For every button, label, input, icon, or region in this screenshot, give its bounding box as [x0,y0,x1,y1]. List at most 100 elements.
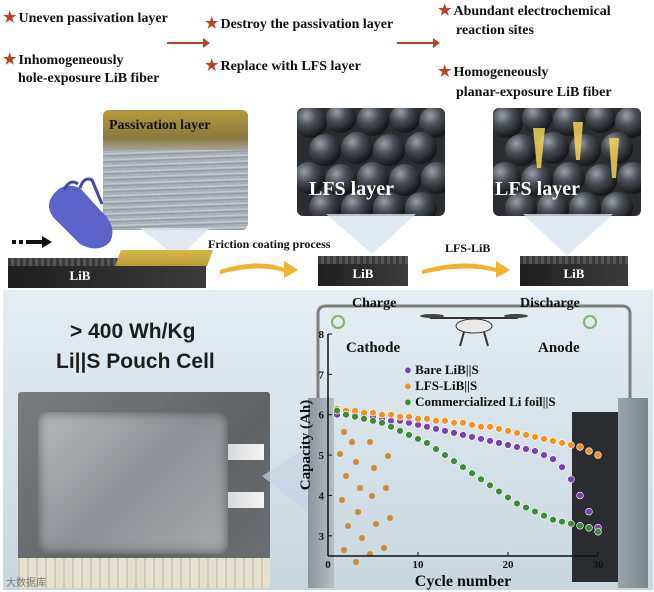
data-point [576,443,584,451]
data-point [450,419,458,427]
bullet-destroy: ★Destroy the passivation layer [205,16,394,32]
passivation-coating [115,250,213,266]
data-point [333,406,341,415]
data-point [558,439,566,447]
data-point [432,425,440,433]
x-axis-label: Cycle number [415,573,511,590]
star-icon: ★ [205,58,219,74]
data-point [459,419,467,427]
legend-dot-icon: ● [404,394,412,409]
arrow-icon [167,38,210,48]
energy-density-title: > 400 Wh/Kg [70,320,196,343]
ruler [18,558,270,588]
process-arrow-icon [422,261,510,278]
data-point [468,433,476,441]
data-point [504,427,512,435]
data-point [513,443,521,451]
data-point [405,431,413,439]
arrow-icon [397,38,440,48]
data-point [351,413,359,421]
data-point [585,507,593,516]
data-point [423,439,431,447]
data-point [558,463,566,471]
data-point [531,507,539,516]
data-point [486,481,494,490]
data-point [594,528,602,536]
data-point [477,423,485,431]
data-point [495,487,503,496]
circuit-wire [316,304,632,402]
lib-label-3: LiB [563,266,585,281]
bullet-inhomogeneous: ★Inhomogeneously [3,52,124,68]
data-point [396,427,404,435]
data-point [567,441,575,449]
lib-block-2 [318,264,408,286]
lfs-lib-label: LFS-LiB [445,241,491,255]
y-tick-label: 3 [319,531,325,543]
data-point [522,431,530,439]
data-point [585,524,593,532]
data-point [477,435,485,443]
data-point [576,522,584,530]
friction-coating-label: Friction coating process [208,237,331,251]
glove-hand-icon [49,177,113,249]
lib-block-3-surface [520,256,628,264]
lib-block-3 [520,264,628,286]
data-point [540,451,548,459]
data-point [504,441,512,449]
data-point [441,451,449,459]
anode-label: Anode [538,340,580,356]
data-point [459,463,467,471]
pouch-cell-photo [18,392,270,588]
pouch-cell-title: Li||S Pouch Cell [56,350,215,373]
push-arrow-icon [12,236,52,248]
passivation-panel: Passivation layer [103,110,248,230]
data-point [423,415,431,423]
tab-top [228,444,264,460]
star-icon: ★ [205,16,219,32]
watermark: 大数据库 [6,578,46,589]
bullet-homogeneous: ★Homogeneously [438,64,549,80]
lfs-label-2: LFS layer [495,178,580,200]
data-point [441,427,449,435]
y-tick-label: 6 [319,410,325,422]
lfs-spheres-1 [297,108,445,216]
data-point [387,423,395,431]
bullet-uneven-passivation: ★Uneven passivation layer [3,10,168,26]
zoom-cone [523,214,613,256]
legend-dot-icon: ● [404,378,412,393]
drone-icon [420,314,528,347]
zoom-cone [140,228,210,258]
data-point [531,447,539,455]
pouch-cell-body [38,412,228,554]
data-point [486,423,494,431]
lfs-spheres-2 [493,108,641,216]
lfs-panel-1: LFS layer [297,108,445,216]
charge-label: Charge [352,296,397,311]
data-point [414,415,422,423]
data-point [513,499,521,508]
data-point [558,517,566,526]
bullet-planar-exposure: planar-exposure LiB fiber [456,85,612,100]
star-icon: ★ [438,64,452,80]
data-point [441,417,449,425]
y-tick-label: 5 [319,450,325,462]
lib-label-1: LiB [69,268,91,283]
cathode-label: Cathode [346,340,401,356]
bullet-hole-exposure: hole-exposure LiB fiber [18,71,160,86]
bullet-abundant: ★Abundant electrochemical [438,3,611,19]
legend-item-lfs: ● LFS-LiB||S [404,378,478,393]
bullet-replace: ★Replace with LFS layer [205,58,361,74]
legend-item-bare: ● Bare LiB||S [404,362,479,377]
process-arrow-icon [220,261,298,278]
data-point [387,411,395,419]
data-point [549,515,557,524]
data-point [576,491,584,500]
tab-bottom [228,492,264,508]
y-tick-label: 7 [319,369,325,381]
lib-block-1-surface [8,258,206,266]
electron-icon [583,315,597,329]
data-point [522,445,530,453]
data-point [477,475,485,484]
